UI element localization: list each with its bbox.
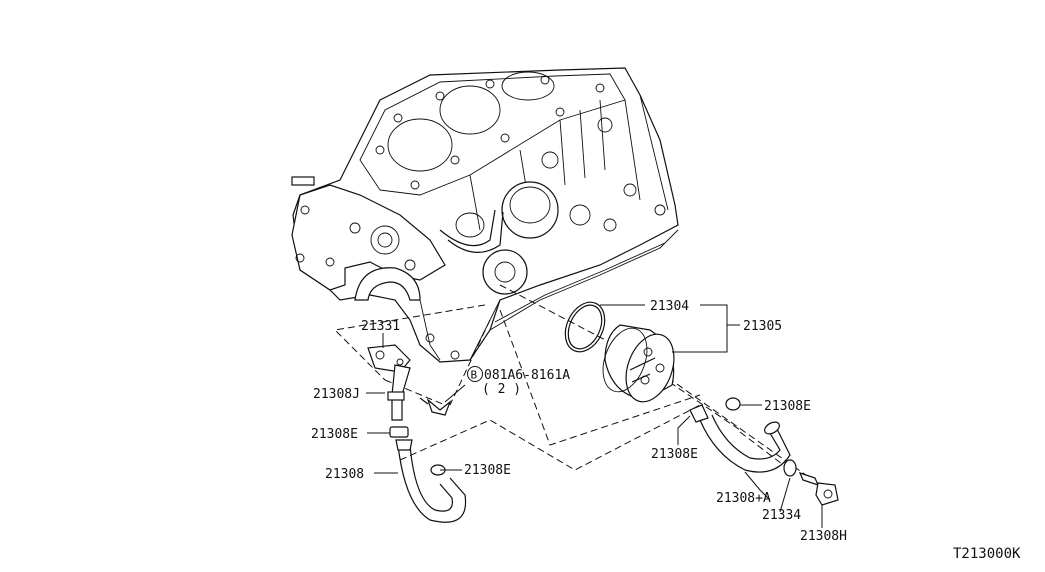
label-21308J: 21308J xyxy=(313,387,360,402)
oil-cooler-21305 xyxy=(602,324,675,403)
engine-block-drawing xyxy=(291,67,679,363)
label-21308: 21308 xyxy=(325,467,364,482)
bolt-callout: B 081A6-8161A ( 2 ) xyxy=(467,366,570,397)
leader-lines xyxy=(366,304,823,528)
label-bolt-qty: ( 2 ) xyxy=(482,382,521,397)
label-21331: 21331 xyxy=(361,319,400,334)
label-21308E-a: 21308E xyxy=(311,427,358,442)
gasket-21331 xyxy=(367,344,411,373)
label-21304: 21304 xyxy=(650,299,689,314)
label-21308E-d: 21308E xyxy=(651,447,698,462)
part-labels: 21304 21305 21331 B 081A6-8161A ( 2 ) 21… xyxy=(311,299,847,544)
label-21308E-c: 21308E xyxy=(764,399,811,414)
o-ring-21304 xyxy=(564,301,606,353)
figure-code: T213000K xyxy=(953,546,1021,562)
pipe-21308J xyxy=(387,364,411,421)
fitting-21308E-left xyxy=(389,426,409,438)
washer-21334 xyxy=(783,459,797,477)
bolt-081A6 xyxy=(419,397,452,416)
hose-21308A xyxy=(699,414,791,473)
connector-21308H xyxy=(798,472,839,506)
bolt-marker-letter: B xyxy=(471,369,478,382)
label-bolt-code: 081A6-8161A xyxy=(484,368,570,383)
bolt-marker-circle xyxy=(467,366,483,382)
fitting-21308E-right xyxy=(689,404,709,423)
hose-21308 xyxy=(395,439,467,523)
label-21305: 21305 xyxy=(743,319,782,334)
label-21308A: 21308+A xyxy=(716,491,771,506)
label-21308E-b: 21308E xyxy=(464,463,511,478)
clamp-21308E-right xyxy=(725,397,741,411)
label-21308H: 21308H xyxy=(800,529,847,544)
label-21334: 21334 xyxy=(762,508,801,523)
